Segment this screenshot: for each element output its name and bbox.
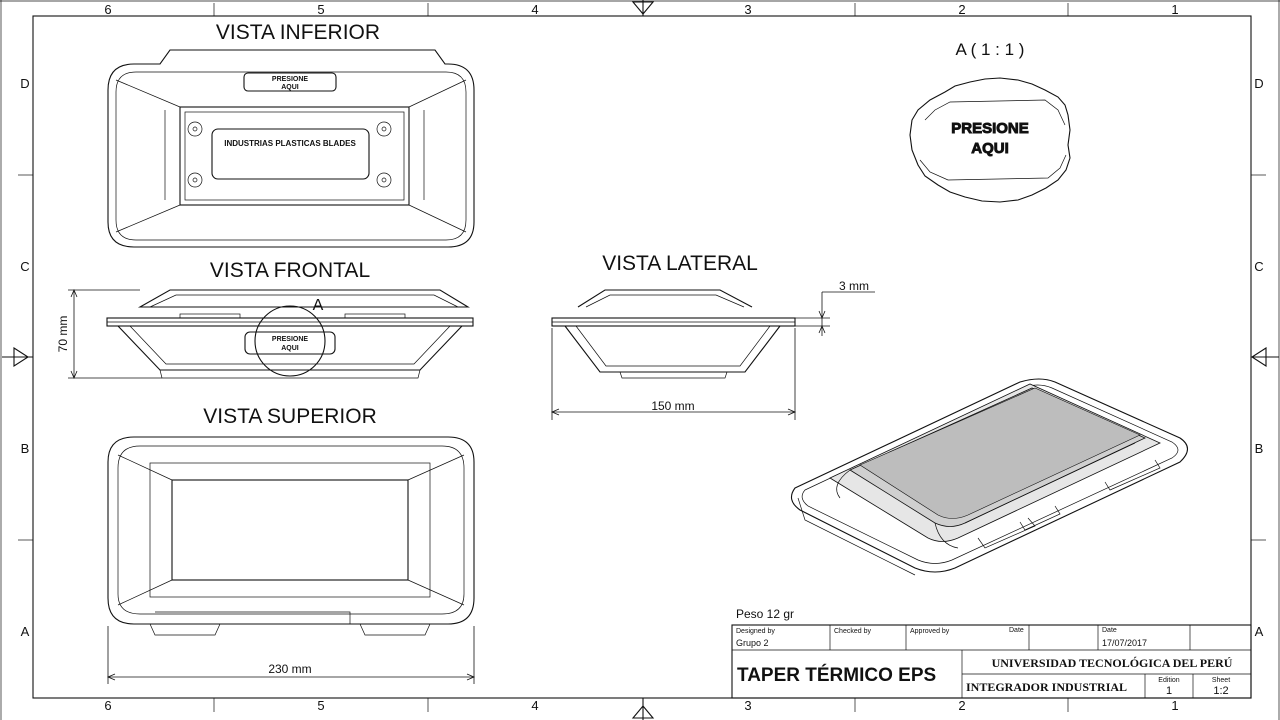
- row-label-right-a: A: [1255, 624, 1264, 639]
- col-label-top-1: 1: [1171, 2, 1178, 17]
- brand-plate: [211, 128, 370, 180]
- col-label-top-6: 6: [104, 2, 111, 17]
- view-inferior-title: VISTA INFERIOR: [216, 21, 380, 44]
- view-frontal: VISTA FRONTAL A PRESIONE AQUI 70 mm: [56, 259, 474, 380]
- row-label-right-d: D: [1254, 76, 1263, 91]
- view-lateral: VISTA LATERAL 150 mm 3 mm: [550, 252, 875, 420]
- title-block: Peso 12 gr Designed by Grupo 2 Checked b…: [731, 607, 1252, 699]
- part-title: TAPER TÉRMICO EPS: [737, 664, 936, 686]
- dim-height: 70 mm: [56, 316, 70, 353]
- designed-by-value: Grupo 2: [736, 638, 769, 648]
- col-label-bottom-2: 2: [958, 698, 965, 713]
- weight-note: Peso 12 gr: [736, 607, 794, 621]
- approved-by-label: Approved by: [910, 628, 950, 635]
- detail-view-a: A ( 1 : 1 ) PRESIONE AQUI: [909, 40, 1071, 203]
- view-frontal-title: VISTA FRONTAL: [210, 259, 370, 282]
- view-lateral-title: VISTA LATERAL: [602, 252, 758, 275]
- row-label-right-c: C: [1254, 259, 1263, 274]
- course-name: INTEGRADOR INDUSTRIAL: [966, 680, 1127, 694]
- col-label-bottom-4: 4: [531, 698, 538, 713]
- row-label-left-b: B: [21, 441, 30, 456]
- dim-thickness: 3 mm: [839, 279, 869, 293]
- detail-a-circle: [254, 305, 326, 377]
- brand-text: INDUSTRIAS PLASTICAS BLADES: [224, 139, 356, 148]
- col-label-top-3: 3: [744, 2, 751, 17]
- date-label-2: Date: [1102, 627, 1117, 634]
- dim-width: 150 mm: [651, 399, 694, 413]
- row-label-left-a: A: [21, 624, 30, 639]
- date-value: 17/07/2017: [1102, 638, 1147, 648]
- col-label-bottom-3: 3: [744, 698, 751, 713]
- svg-text:AQUI: AQUI: [281, 84, 299, 91]
- checked-by-label: Checked by: [834, 628, 871, 635]
- svg-text:PRESIONE: PRESIONE: [272, 76, 309, 83]
- svg-text:PRESIONE: PRESIONE: [272, 336, 309, 343]
- view-inferior: VISTA INFERIOR PRESIONE AQUI INDUSTRIAS …: [107, 21, 475, 248]
- col-label-top-2: 2: [958, 2, 965, 17]
- isometric-view: [790, 378, 1189, 576]
- col-label-bottom-1: 1: [1171, 698, 1178, 713]
- col-label-bottom-5: 5: [317, 698, 324, 713]
- edition-label: Edition: [1158, 677, 1180, 684]
- press-here-label-inferior: [243, 72, 337, 92]
- institution-name: UNIVERSIDAD TECNOLÓGICA DEL PERÚ: [992, 656, 1233, 670]
- svg-text:AQUI: AQUI: [281, 345, 299, 352]
- dim-length: 230 mm: [268, 662, 311, 676]
- col-label-bottom-6: 6: [104, 698, 111, 713]
- sheet-label: Sheet: [1212, 677, 1230, 684]
- designed-by-label: Designed by: [736, 628, 775, 635]
- detail-label-line2: AQUI: [971, 140, 1009, 157]
- detail-a-marker: A: [313, 297, 324, 314]
- sheet-value: 1:2: [1213, 685, 1228, 697]
- edition-value: 1: [1166, 685, 1172, 697]
- col-label-top-4: 4: [531, 2, 538, 17]
- col-label-top-5: 5: [317, 2, 324, 17]
- detail-label-line1: PRESIONE: [951, 120, 1029, 137]
- row-label-left-d: D: [20, 76, 29, 91]
- date-label-1: Date: [1009, 627, 1024, 634]
- detail-title: A ( 1 : 1 ): [956, 40, 1025, 59]
- view-superior-title: VISTA SUPERIOR: [203, 405, 377, 428]
- row-label-left-c: C: [20, 259, 29, 274]
- row-label-right-b: B: [1255, 441, 1264, 456]
- view-superior: VISTA SUPERIOR 230 mm: [106, 405, 476, 684]
